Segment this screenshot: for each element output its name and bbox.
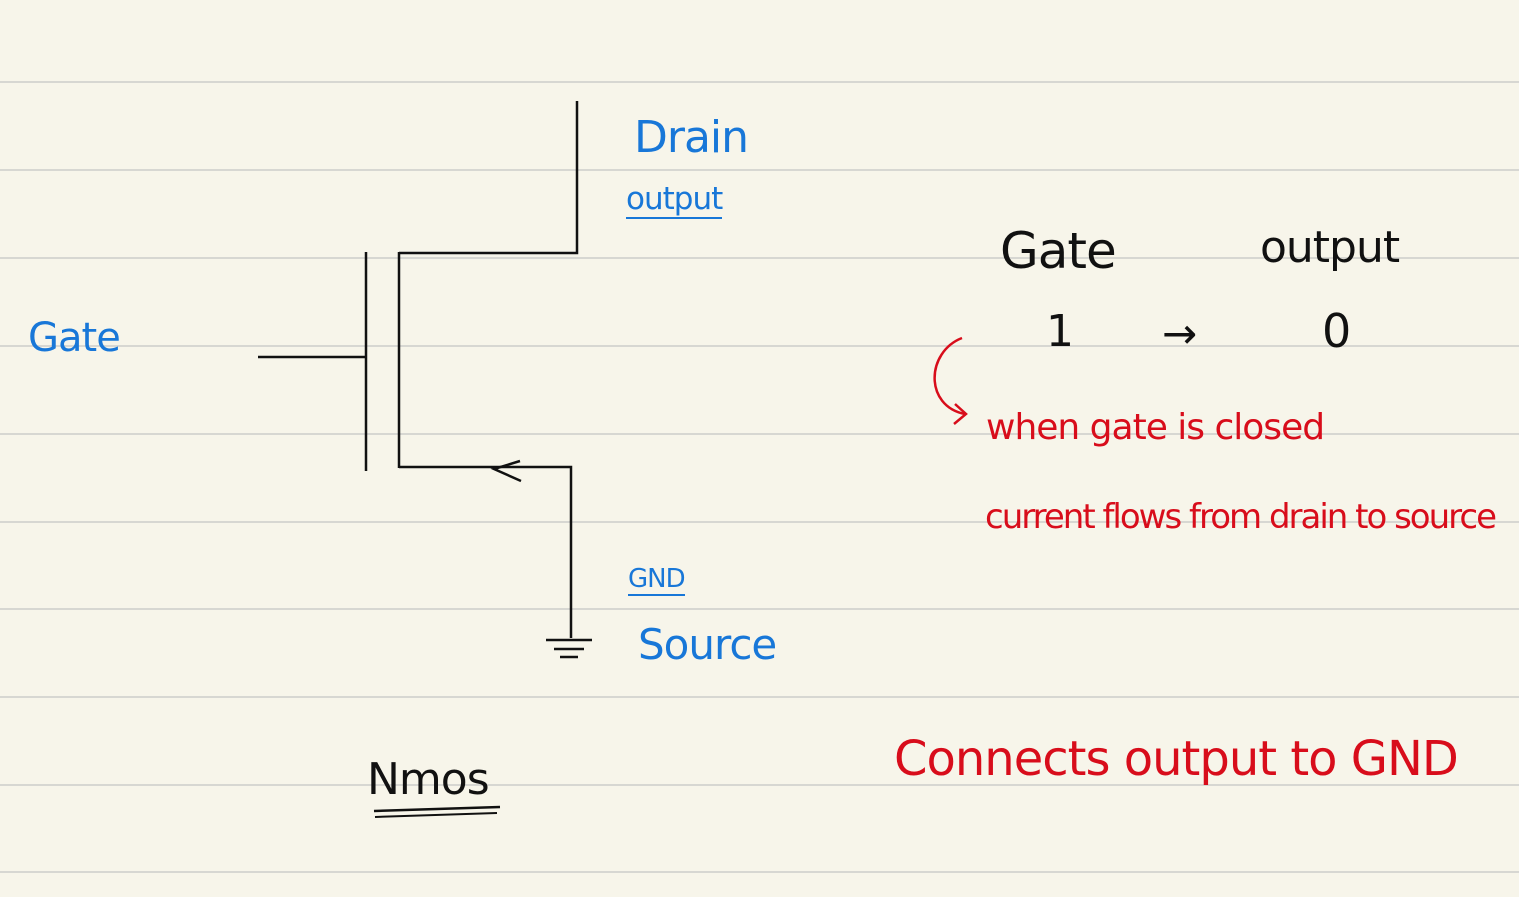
note-line-2: current flows from drain to source <box>985 497 1497 537</box>
summary-note: Connects output to GND <box>894 731 1459 787</box>
rule-line <box>0 345 1519 347</box>
title-underline-2 <box>374 812 498 818</box>
rule-line <box>0 871 1519 873</box>
truth-table-arrow: → <box>1162 309 1197 358</box>
title-underline-1 <box>373 805 501 813</box>
rule-line <box>0 521 1519 523</box>
rule-line <box>0 608 1519 610</box>
rule-line <box>0 81 1519 83</box>
diagram-title: Nmos <box>367 754 490 805</box>
truth-table-gate-header: Gate <box>1000 222 1117 280</box>
hook-arrow-head <box>953 403 968 425</box>
rule-line <box>0 696 1519 698</box>
note-line-1: when gate is closed <box>986 407 1325 448</box>
truth-table-output-value: 0 <box>1322 304 1351 358</box>
source-wire <box>399 465 573 638</box>
drain-label: Drain <box>634 112 749 163</box>
hook-arrow <box>933 336 966 416</box>
rule-line <box>0 433 1519 435</box>
truth-table-output-header: output <box>1260 222 1400 273</box>
drain-output-label: output <box>626 181 723 219</box>
gnd-label: GND <box>628 564 686 596</box>
source-label: Source <box>638 620 777 669</box>
source-arrow <box>490 459 522 483</box>
gate-label: Gate <box>28 315 121 361</box>
rule-line <box>0 169 1519 171</box>
rule-line <box>0 257 1519 259</box>
drain-wire <box>399 101 579 255</box>
rule-line <box>0 784 1519 786</box>
truth-table-gate-value: 1 <box>1046 306 1074 357</box>
